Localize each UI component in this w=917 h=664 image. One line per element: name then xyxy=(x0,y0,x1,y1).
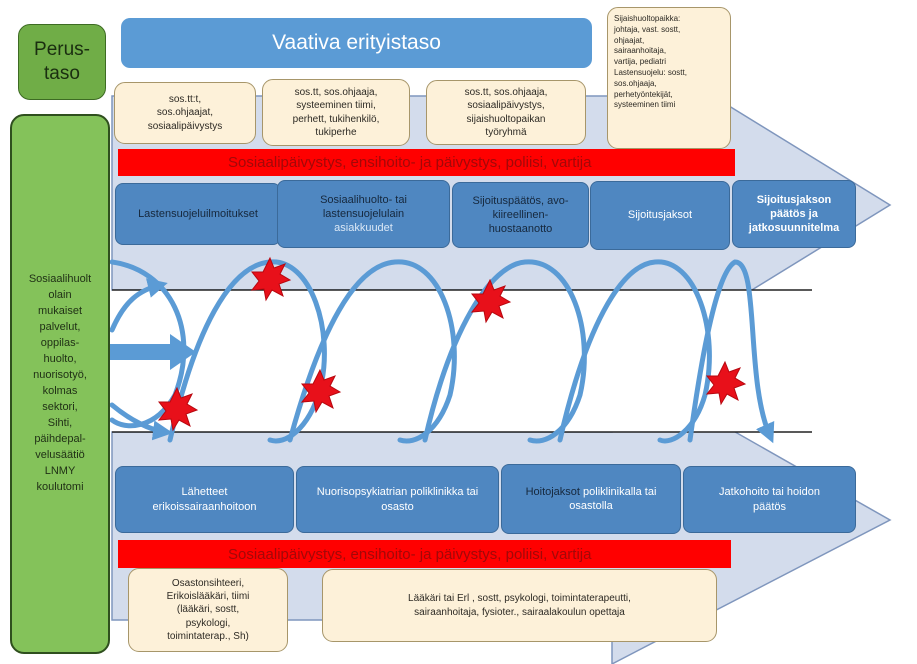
step-sijoituspaatos: Sijoituspäätös, avo- kiireellinen- huost… xyxy=(452,182,589,248)
red-bar-top: Sosiaalipäivystys, ensihoito- ja päivyst… xyxy=(118,149,735,176)
role-box-3: sos.tt, sos.ohjaaja, sosiaalipäivystys, … xyxy=(426,80,586,145)
loop-arrow-icon xyxy=(687,259,775,444)
red-bar-bottom: Sosiaalipäivystys, ensihoito- ja päivyst… xyxy=(118,540,731,568)
role-box-1: sos.tt:t, sos.ohjaajat, sosiaalipäivysty… xyxy=(114,82,256,144)
sijaishuoltopaikka-roles-box: Sijaishuoltopaikka: johtaja, vast. sostt… xyxy=(607,7,731,149)
loop-arrow-icon xyxy=(109,402,173,441)
step-asiakkuudet-highlight: asiakkuudet xyxy=(334,222,393,235)
entry-arrow-icon xyxy=(110,334,196,370)
step-hoitojaksot: Hoitojaksot poliklinikalla tai osastolla xyxy=(501,464,681,534)
crisis-star-icon xyxy=(157,386,199,432)
step-hoitojaksot-text: poliklinikalla tai osastolla xyxy=(569,485,657,512)
step-asiakkuudet: Sosiaalihuolto- tai lastensuojelulain as… xyxy=(277,180,450,248)
step-lahetteet: Lähetteet erikoissairaanhoitoon xyxy=(115,466,294,533)
bottom-role-box-2: Lääkäri tai Erl , sostt, psykologi, toim… xyxy=(322,569,717,642)
loop-arrow-icon xyxy=(109,278,168,333)
step-sijoitusjaksot: Sijoitusjaksot xyxy=(590,181,730,250)
step-asiakkuudet-text: Sosiaalihuolto- tai lastensuojelulain xyxy=(320,193,407,220)
loop-arrow-icon xyxy=(287,259,457,444)
step-sijoitusjakson-paatos: Sijoitusjakson päätös ja jatkosuunnitelm… xyxy=(732,180,856,248)
crisis-star-icon xyxy=(250,256,292,302)
bottom-role-box-1: Osastonsihteeri, Erikoislääkäri, tiimi (… xyxy=(128,568,288,652)
basic-services-sidebar: Sosiaalihuolt olain mukaiset palvelut, o… xyxy=(10,114,110,654)
vaativa-erityistaso-header: Vaativa erityistaso xyxy=(121,18,592,68)
crisis-star-icon xyxy=(470,278,512,324)
role-box-2: sos.tt, sos.ohjaaja, systeeminen tiimi, … xyxy=(262,79,410,146)
crisis-star-icon xyxy=(300,368,342,414)
step-hoitojaksot-keyword: Hoitojaksot xyxy=(525,485,580,498)
loop-arrow-icon xyxy=(167,259,327,444)
step-lastensuojeluilmoitukset: Lastensuojeluilmoitukset xyxy=(115,183,281,245)
crisis-star-icon xyxy=(705,360,747,406)
perustaso-label: Perus- taso xyxy=(18,24,106,100)
step-nuorisopsykiatria: Nuorisopsykiatrian poliklinikka tai osas… xyxy=(296,466,499,533)
step-jatkohoito: Jatkohoito tai hoidon päätös xyxy=(683,466,856,533)
